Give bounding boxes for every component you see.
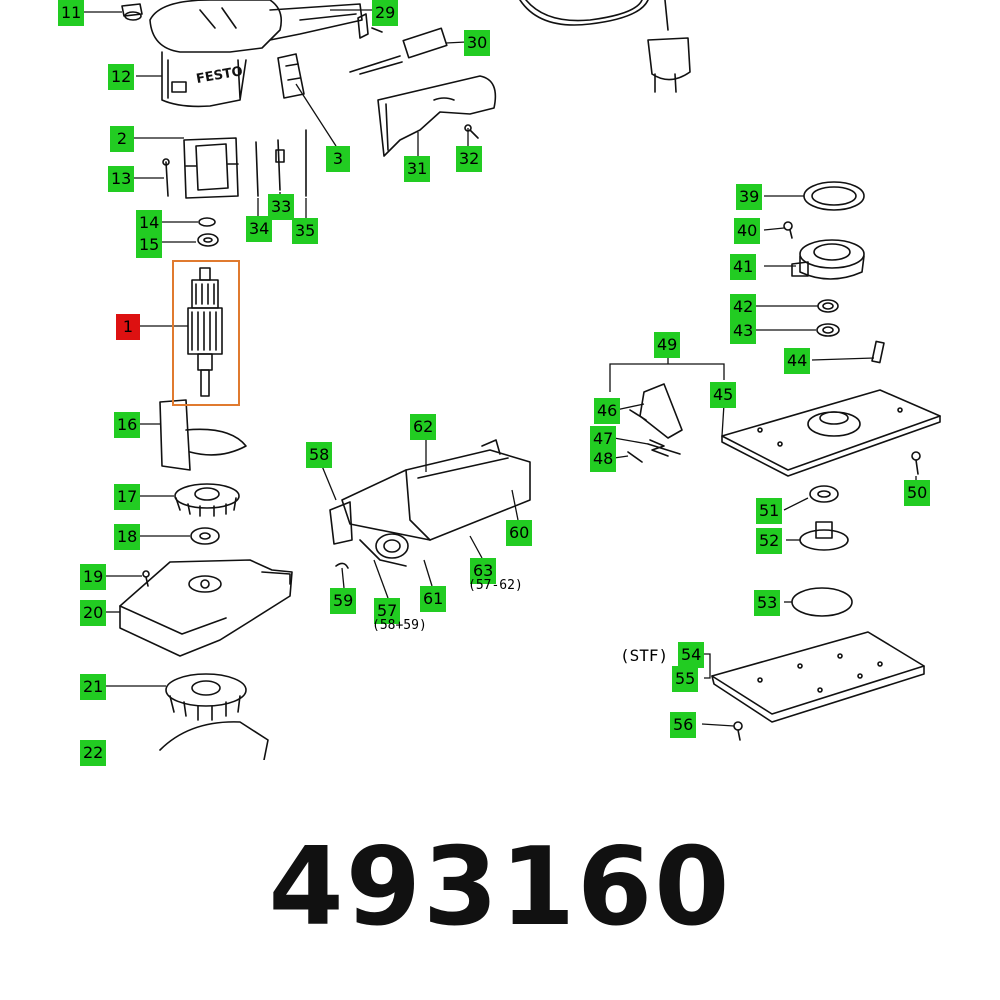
part-18-bearing — [190, 527, 220, 545]
callout-62[interactable]: 62 — [410, 414, 437, 440]
callout-34[interactable]: 34 — [246, 216, 273, 242]
callout-42[interactable]: 42 — [730, 294, 757, 320]
callout-2[interactable]: 2 — [110, 126, 134, 152]
part-59-clip — [335, 562, 349, 569]
part-30-capacitor — [349, 27, 448, 75]
callout-41[interactable]: 41 — [730, 254, 757, 280]
brand-logo-text: FESTO — [195, 64, 244, 87]
callout-60[interactable]: 60 — [506, 520, 533, 546]
callout-52[interactable]: 52 — [756, 528, 783, 554]
part-46-lever — [629, 383, 683, 439]
callout-13[interactable]: 13 — [108, 166, 135, 192]
selected-part-highlight — [172, 260, 240, 406]
part-48-pin — [627, 451, 643, 463]
callout-21[interactable]: 21 — [80, 674, 107, 700]
callout-20[interactable]: 20 — [80, 600, 107, 626]
part-11-knob — [121, 3, 143, 21]
callout-40[interactable]: 40 — [734, 218, 761, 244]
part-20-lower-housing — [119, 559, 293, 657]
callout-50[interactable]: 50 — [904, 480, 931, 506]
note-58-59: (58+59) — [372, 618, 427, 633]
part-56-screw — [733, 721, 743, 741]
callout-59[interactable]: 59 — [330, 588, 357, 614]
part-2-field-coil — [183, 137, 239, 199]
callout-32[interactable]: 32 — [456, 146, 483, 172]
part-number: 493160 — [268, 825, 732, 950]
callout-30[interactable]: 30 — [464, 30, 491, 56]
callout-16[interactable]: 16 — [114, 412, 141, 438]
part-1-armature — [187, 267, 223, 397]
parts-drawing: FESTO — [82, 0, 941, 760]
part-16-fan-baffle — [159, 399, 247, 471]
callout-57[interactable]: 57 — [374, 598, 401, 624]
part-3-brush-holder — [277, 53, 305, 99]
callout-14[interactable]: 14 — [136, 210, 163, 236]
part-45-base-plate — [721, 389, 941, 477]
callout-61[interactable]: 61 — [420, 586, 447, 612]
power-cord — [519, 0, 691, 93]
part-55-sanding-pad — [711, 631, 925, 723]
callout-56[interactable]: 56 — [670, 712, 697, 738]
callout-18[interactable]: 18 — [114, 524, 141, 550]
callout-54[interactable]: 54 — [678, 642, 705, 668]
wire-parts — [255, 129, 307, 197]
callout-33[interactable]: 33 — [268, 194, 295, 220]
callout-45[interactable]: 45 — [710, 382, 737, 408]
part-14-washer — [198, 217, 216, 227]
part-22-housing — [159, 721, 269, 760]
part-41-bearing-housing — [791, 239, 865, 280]
part-51-bearing — [809, 485, 839, 503]
callout-58[interactable]: 58 — [306, 442, 333, 468]
callout-51[interactable]: 51 — [756, 498, 783, 524]
part-12-motor-housing — [149, 0, 363, 108]
part-13-screw — [162, 158, 170, 197]
part-31-handle — [377, 75, 497, 157]
part-29-clip — [357, 13, 383, 39]
callout-15[interactable]: 15 — [136, 232, 163, 258]
part-53-ring — [791, 587, 853, 617]
part-50-screw — [911, 451, 921, 475]
part-52-eccentric — [799, 521, 849, 551]
part-44-screw — [871, 340, 885, 364]
callout-39[interactable]: 39 — [736, 184, 763, 210]
stf-label: (STF) — [620, 646, 669, 665]
callout-49[interactable]: 49 — [654, 332, 681, 358]
callout-11[interactable]: 11 — [58, 0, 85, 26]
part-39-ring — [803, 181, 865, 211]
callout-46[interactable]: 46 — [594, 398, 621, 424]
callout-17[interactable]: 17 — [114, 484, 141, 510]
part-57-nozzle — [359, 533, 409, 567]
callout-12[interactable]: 12 — [108, 64, 135, 90]
callout-22[interactable]: 22 — [80, 740, 107, 766]
part-43-bearing — [816, 323, 840, 337]
part-47-spring — [647, 439, 681, 457]
callout-44[interactable]: 44 — [784, 348, 811, 374]
callout-53[interactable]: 53 — [754, 590, 781, 616]
part-42-ring — [817, 299, 839, 313]
callout-19[interactable]: 19 — [80, 564, 107, 590]
callout-3[interactable]: 3 — [326, 146, 350, 172]
callout-48[interactable]: 48 — [590, 446, 617, 472]
callout-55[interactable]: 55 — [672, 666, 699, 692]
part-32-screw — [464, 124, 479, 139]
callout-35[interactable]: 35 — [292, 218, 319, 244]
part-21-fan — [165, 673, 247, 721]
note-57-62: (57-62) — [468, 578, 523, 593]
callout-1[interactable]: 1 — [116, 314, 140, 340]
callout-43[interactable]: 43 — [730, 318, 757, 344]
callout-63[interactable]: 63 — [470, 558, 497, 584]
part-15-bearing — [197, 233, 219, 247]
callout-31[interactable]: 31 — [404, 156, 431, 182]
part-62-dust-box — [329, 439, 531, 545]
part-17-fan — [174, 483, 240, 517]
callout-29[interactable]: 29 — [372, 0, 399, 26]
part-40-screw — [783, 221, 793, 239]
